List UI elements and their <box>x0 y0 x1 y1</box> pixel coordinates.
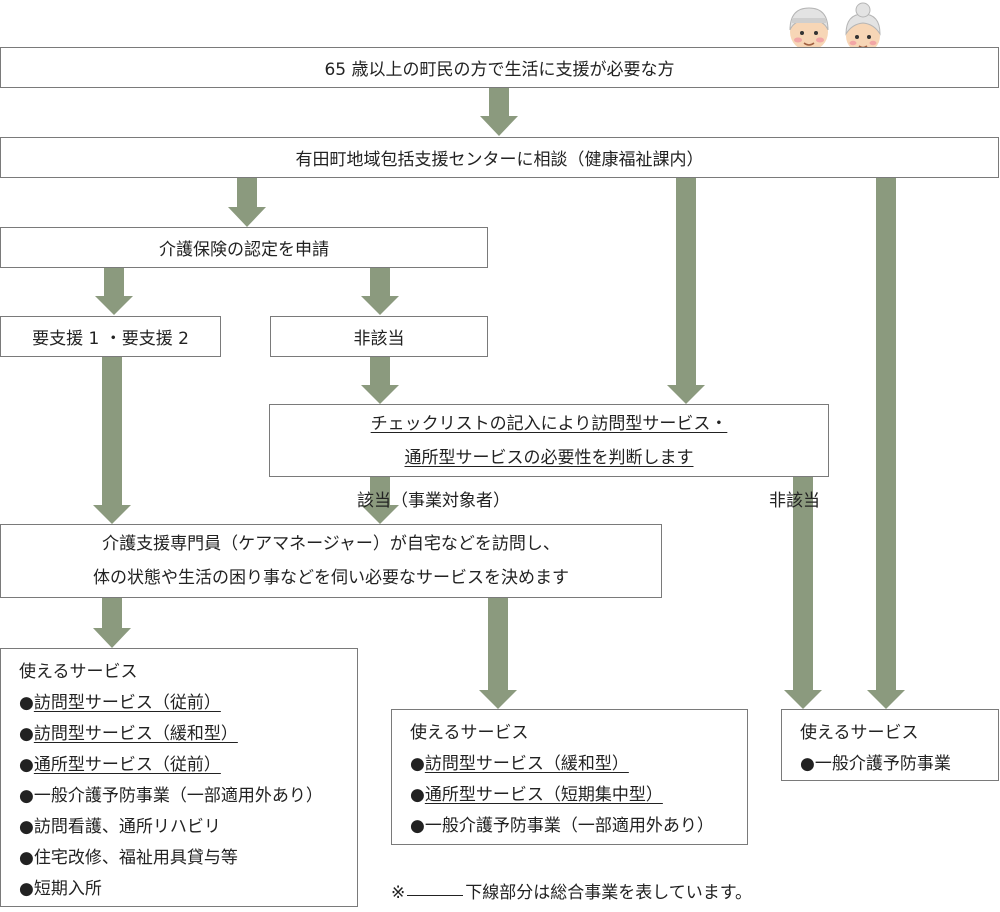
node-apply-certification: 介護保険の認定を申請 <box>0 227 488 268</box>
node-support-level-text: 要支援 1 ・要支援 2 <box>32 329 189 349</box>
services-right-box: 使えるサービス ●一般介護予防事業 <box>781 709 999 781</box>
service-mid-item-text: 通所型サービス（短期集中型） <box>424 785 663 805</box>
service-left-item-text: 短期入所 <box>33 879 102 899</box>
service-mid-item: ●通所型サービス（短期集中型） <box>410 780 747 811</box>
arrow-careplan-to-left-services <box>93 598 131 648</box>
services-left-title: 使えるサービス <box>19 662 138 682</box>
bullet-icon: ● <box>19 693 34 713</box>
arrow-checklist-to-right-services <box>784 477 822 709</box>
arrow-consult-to-right-services <box>867 178 905 709</box>
bullet-icon: ● <box>19 817 34 837</box>
service-right-item: ●一般介護予防事業 <box>800 749 998 780</box>
node-checklist-line1: チェックリストの記入により訪問型サービス・ <box>370 413 728 434</box>
label-applicable: 該当（事業対象者） <box>357 491 510 511</box>
node-apply-certification-text: 介護保険の認定を申請 <box>159 240 329 260</box>
service-left-item-text: 通所型サービス（従前） <box>33 755 221 775</box>
arrow-checklist-to-careplan <box>361 477 399 524</box>
bullet-icon: ● <box>19 848 34 868</box>
node-care-manager-line1: 介護支援専門員（ケアマネージャー）が自宅などを訪問し、 <box>102 534 560 554</box>
service-mid-item-text: 一般介護予防事業（一部適用外あり） <box>424 816 714 836</box>
arrow-apply-to-support <box>95 268 133 315</box>
service-mid-item-text: 訪問型サービス（緩和型） <box>424 754 629 774</box>
arrow-consult-to-apply <box>228 178 266 227</box>
service-left-item: ●訪問型サービス（従前） <box>19 688 357 719</box>
service-left-item: ●訪問看護、通所リハビリ <box>19 812 357 843</box>
services-mid-list: ●訪問型サービス（緩和型）●通所型サービス（短期集中型）●一般介護予防事業（一部… <box>410 749 747 842</box>
node-care-manager: 介護支援専門員（ケアマネージャー）が自宅などを訪問し、 体の状態や生活の困り事な… <box>0 524 662 598</box>
service-left-item-text: 訪問型サービス（緩和型） <box>33 724 238 744</box>
service-left-item: ●住宅改修、福祉用具貸与等 <box>19 843 357 874</box>
arrow-apply-to-nonapp <box>361 268 399 315</box>
bullet-icon: ● <box>410 785 425 805</box>
services-left-list: ●訪問型サービス（従前）●訪問型サービス（緩和型）●通所型サービス（従前）●一般… <box>19 688 357 905</box>
service-left-item-text: 訪問看護、通所リハビリ <box>33 817 221 837</box>
label-not-applicable: 非該当 <box>769 491 820 511</box>
service-left-item-text: 住宅改修、福祉用具貸与等 <box>33 848 238 868</box>
services-right-list: ●一般介護予防事業 <box>800 749 998 780</box>
node-care-manager-line2: 体の状態や生活の困り事などを伺い必要なサービスを決めます <box>93 568 569 588</box>
service-left-item: ●訪問型サービス（緩和型） <box>19 719 357 750</box>
bullet-icon: ● <box>19 879 34 899</box>
service-left-item: ●短期入所 <box>19 874 357 905</box>
service-mid-item: ●一般介護予防事業（一部適用外あり） <box>410 811 747 842</box>
footnote-underline-sample <box>407 895 464 896</box>
arrow-top-to-consult <box>480 88 518 136</box>
bullet-icon: ● <box>19 724 34 744</box>
services-right-title: 使えるサービス <box>800 723 919 743</box>
bullet-icon: ● <box>410 754 425 774</box>
bullet-icon: ● <box>410 816 425 836</box>
service-right-item-text: 一般介護予防事業 <box>814 754 951 774</box>
node-checklist: チェックリストの記入により訪問型サービス・ 通所型サービスの必要性を判断します <box>269 404 829 477</box>
node-consultation-text: 有田町地域包括支援センターに相談（健康福祉課内） <box>295 150 704 170</box>
bullet-icon: ● <box>19 755 34 775</box>
arrow-careplan-to-mid-services <box>479 598 517 709</box>
service-left-item: ●通所型サービス（従前） <box>19 750 357 781</box>
node-not-applicable: 非該当 <box>270 316 488 357</box>
node-support-level: 要支援 1 ・要支援 2 <box>0 316 221 357</box>
service-mid-item: ●訪問型サービス（緩和型） <box>410 749 747 780</box>
services-mid-title: 使えるサービス <box>410 723 529 743</box>
services-mid-box: 使えるサービス ●訪問型サービス（緩和型）●通所型サービス（短期集中型）●一般介… <box>391 709 748 845</box>
arrow-support-to-careplan <box>93 357 131 524</box>
service-left-item: ●一般介護予防事業（一部適用外あり） <box>19 781 357 812</box>
bullet-icon: ● <box>800 754 815 774</box>
node-not-applicable-text: 非該当 <box>353 329 405 349</box>
node-checklist-line2: 通所型サービスの必要性を判断します <box>404 447 694 468</box>
footnote: ※ 下線部分は総合事業を表しています。 <box>391 878 752 903</box>
bullet-icon: ● <box>19 786 34 806</box>
service-left-item-text: 訪問型サービス（従前） <box>33 693 221 713</box>
footnote-text: 下線部分は総合事業を表しています。 <box>465 883 753 903</box>
service-left-item-text: 一般介護予防事業（一部適用外あり） <box>33 786 323 806</box>
services-left-box: 使えるサービス ●訪問型サービス（従前）●訪問型サービス（緩和型）●通所型サービ… <box>0 648 358 907</box>
node-eligible-residents: 65 歳以上の町民の方で生活に支援が必要な方 <box>0 47 999 88</box>
arrow-consult-to-checklist <box>667 178 705 404</box>
node-eligible-residents-text: 65 歳以上の町民の方で生活に支援が必要な方 <box>324 60 675 80</box>
arrow-nonapp-to-checklist <box>361 357 399 404</box>
node-consultation: 有田町地域包括支援センターに相談（健康福祉課内） <box>0 137 999 178</box>
footnote-mark: ※ <box>391 883 406 903</box>
